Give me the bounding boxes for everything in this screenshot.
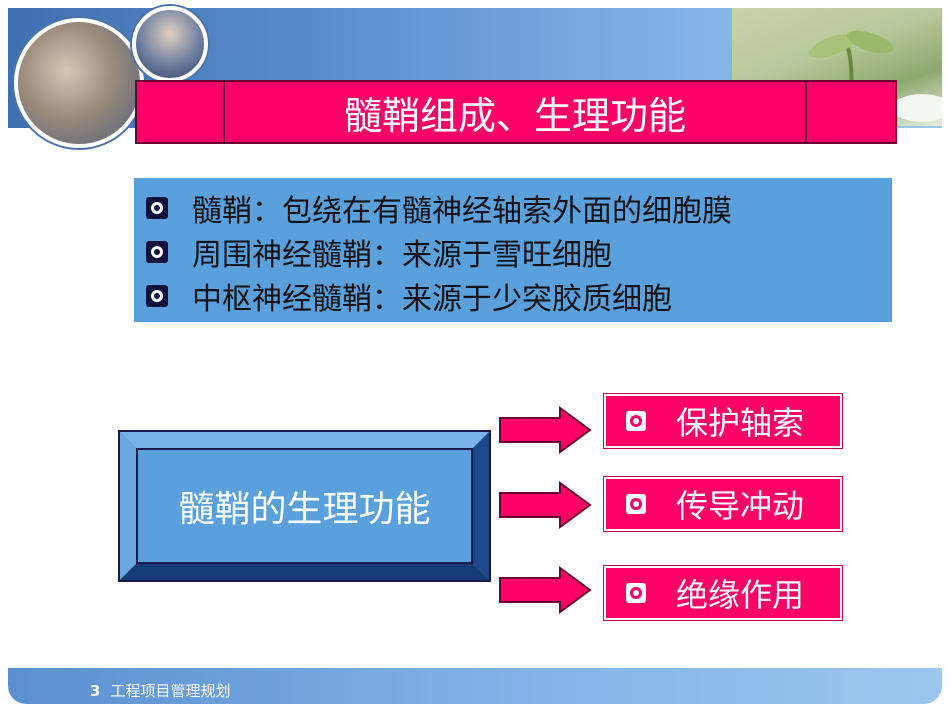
main-box-label: 髓鞘的生理功能 <box>136 448 473 564</box>
slide-title: 髓鞘组成、生理功能 <box>225 82 807 142</box>
main-function-box: 髓鞘的生理功能 <box>118 430 491 582</box>
title-bar-right-cell <box>807 82 895 142</box>
title-bar: 髓鞘组成、生理功能 <box>135 80 897 144</box>
function-label: 绝缘作用 <box>676 576 805 614</box>
footer-text: 3 工程项目管理规划 <box>90 680 230 701</box>
info-line-text: 髓鞘：包绕在有髓神经轴索外面的细胞膜 <box>192 194 732 229</box>
photo-people-circle <box>14 18 144 148</box>
bullet-icon <box>146 241 168 263</box>
photo-businessman-circle <box>132 6 208 82</box>
info-line-text: 中枢神经髓鞘：来源于少突胶质细胞 <box>192 282 672 317</box>
bullet-icon <box>146 197 168 219</box>
footer-band <box>8 668 942 704</box>
info-line-text: 周围神经髓鞘：来源于雪旺细胞 <box>192 238 612 273</box>
title-bar-left-cell <box>137 82 225 142</box>
info-line: 中枢神经髓鞘：来源于少突胶质细胞 <box>146 274 892 318</box>
bullet-icon <box>626 494 646 514</box>
info-line: 周围神经髓鞘：来源于雪旺细胞 <box>146 230 892 274</box>
page-number: 3 <box>90 682 101 700</box>
function-label: 传导冲动 <box>676 487 805 525</box>
arrow-right-icon <box>499 406 592 454</box>
function-label: 保护轴索 <box>676 404 805 442</box>
function-box: 传导冲动 <box>604 477 842 531</box>
bullet-icon <box>626 411 646 431</box>
function-box: 保护轴索 <box>604 394 842 448</box>
arrow-right-icon <box>499 481 592 529</box>
bullet-icon <box>626 583 646 603</box>
footer-caption: 工程项目管理规划 <box>110 682 231 700</box>
bullet-icon <box>146 285 168 307</box>
arrow-right-icon <box>499 566 592 614</box>
definition-box: 髓鞘：包绕在有髓神经轴索外面的细胞膜 周围神经髓鞘：来源于雪旺细胞 中枢神经髓鞘… <box>134 178 892 322</box>
function-box: 绝缘作用 <box>604 566 842 620</box>
info-line: 髓鞘：包绕在有髓神经轴索外面的细胞膜 <box>146 186 892 230</box>
